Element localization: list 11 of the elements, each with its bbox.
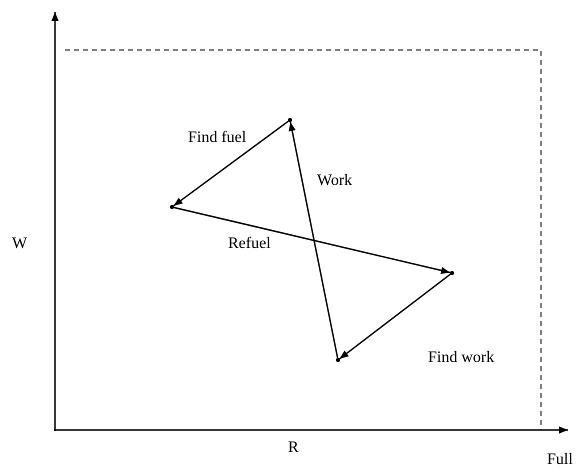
state-point <box>170 205 174 209</box>
state-point <box>336 358 340 362</box>
arrow <box>288 122 338 358</box>
state-point <box>288 118 292 122</box>
arrow <box>174 206 450 274</box>
arrow <box>339 274 451 360</box>
axis-label: W <box>12 236 28 252</box>
state-point <box>450 271 454 275</box>
axis-label: R <box>288 440 299 456</box>
axis-label: Full <box>547 452 573 468</box>
arrow <box>173 120 289 206</box>
